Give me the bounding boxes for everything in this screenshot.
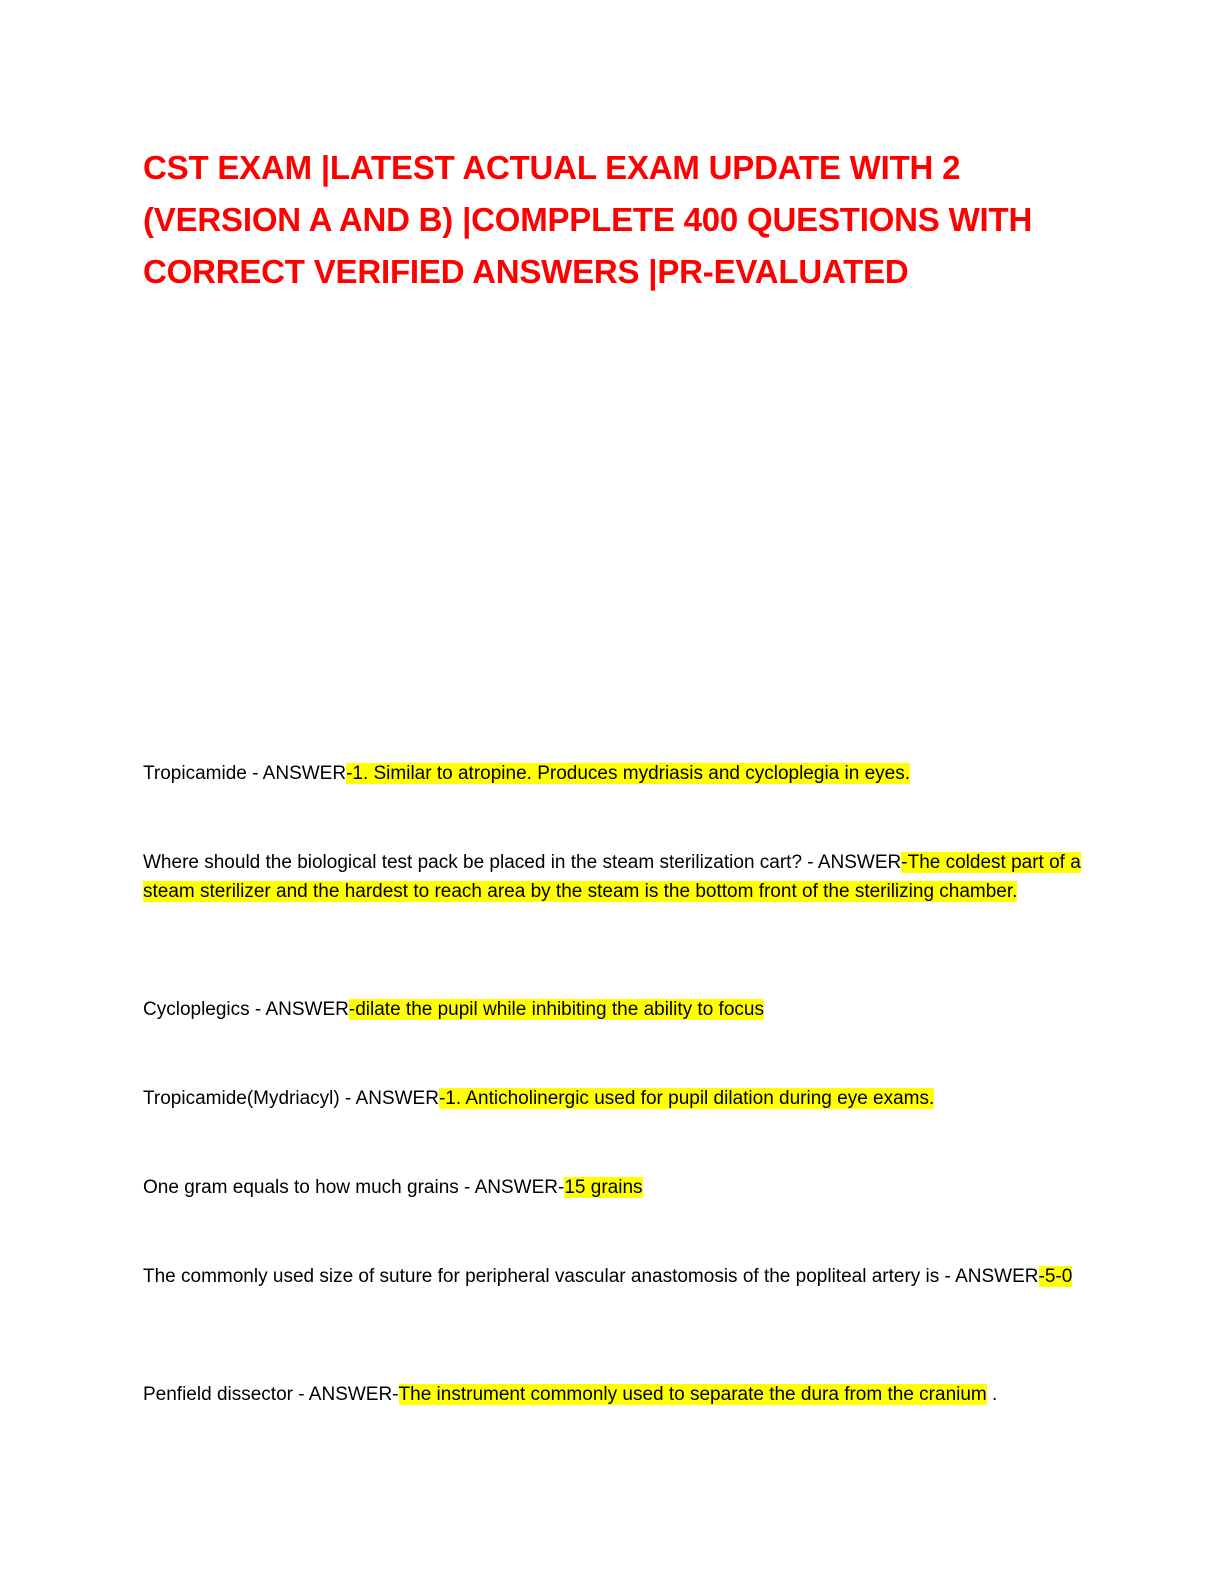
answer-highlight: -1. Similar to atropine. Produces mydria… [346,763,910,784]
title-line: CST EXAM |LATEST ACTUAL EXAM UPDATE WITH… [143,149,961,186]
qa-item: Tropicamide - ANSWER-1. Similar to atrop… [143,759,1083,788]
answer-highlight: -5-0 [1038,1266,1073,1287]
question-text: Tropicamide - ANSWER [143,763,347,784]
answer-highlight: The instrument commonly used to separate… [398,1384,987,1405]
trailing-text: . [986,1384,998,1405]
question-text: One gram equals to how much grains - ANS… [143,1177,565,1198]
qa-item: The commonly used size of suture for per… [143,1262,1083,1291]
document-title: CST EXAM |LATEST ACTUAL EXAM UPDATE WITH… [143,142,1103,298]
answer-highlight: -dilate the pupil while inhibiting the a… [348,999,764,1020]
qa-item: One gram equals to how much grains - ANS… [143,1173,1083,1202]
question-text: Penfield dissector - ANSWER- [143,1384,399,1405]
qa-item: Cycloplegics - ANSWER-dilate the pupil w… [143,995,1083,1024]
title-line: CORRECT VERIFIED ANSWERS |PR-EVALUATED [143,253,909,290]
qa-item: Where should the biological test pack be… [143,848,1083,906]
question-text: Tropicamide(Mydriacyl) - ANSWER [143,1088,439,1109]
qa-item: Tropicamide(Mydriacyl) - ANSWER-1. Antic… [143,1084,1083,1113]
qa-item: Penfield dissector - ANSWER-The instrume… [143,1380,1083,1409]
question-text: The commonly used size of suture for per… [143,1266,1039,1287]
title-line: (VERSION A AND B) |COMPPLETE 400 QUESTIO… [143,201,1033,238]
question-text: Where should the biological test pack be… [143,852,902,873]
answer-highlight: -1. Anticholinergic used for pupil dilat… [438,1088,935,1109]
question-text: Cycloplegics - ANSWER [143,999,349,1020]
answer-highlight: 15 grains [564,1177,643,1198]
